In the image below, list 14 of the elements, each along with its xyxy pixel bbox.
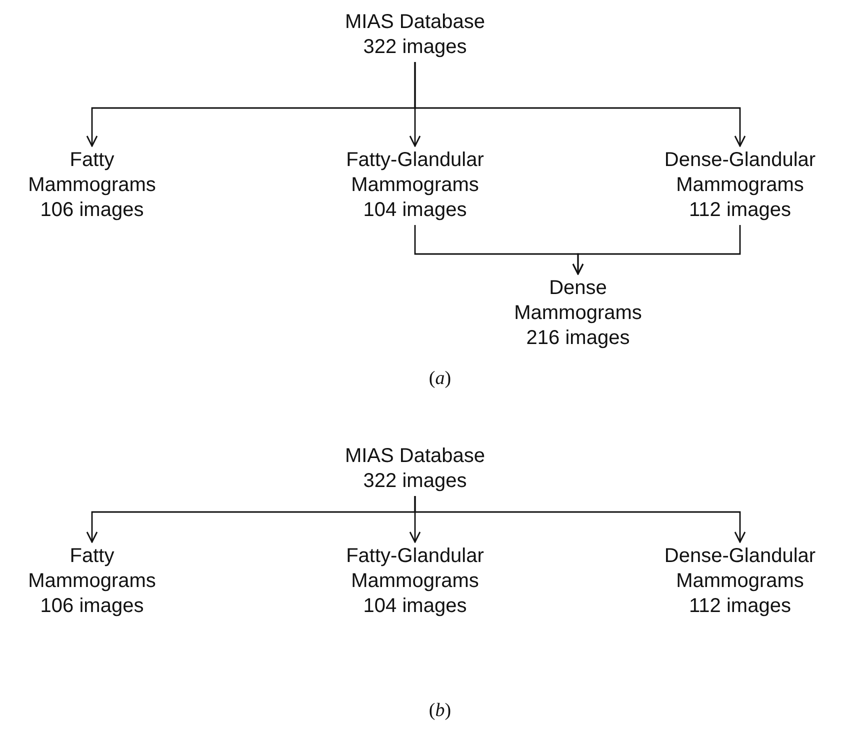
panel-label: (a) bbox=[428, 368, 452, 390]
node-text: MIAS Database 322 images bbox=[338, 10, 492, 60]
node-text: Dense Mammograms 216 images bbox=[508, 276, 648, 351]
connector-arrow bbox=[414, 496, 746, 543]
connector-arrow bbox=[572, 225, 741, 275]
node-text: Dense-Glandular Mammograms 112 images bbox=[662, 148, 818, 223]
node-text: Fatty-Glandular Mammograms 104 images bbox=[338, 148, 492, 223]
node-text: MIAS Database 322 images bbox=[338, 444, 492, 494]
node-text: Fatty-Glandular Mammograms 104 images bbox=[338, 544, 492, 619]
connector-arrow bbox=[414, 62, 746, 147]
node-text: Dense-Glandular Mammograms 112 images bbox=[662, 544, 818, 619]
panel-label: (b) bbox=[428, 700, 452, 722]
node-text: Fatty Mammograms 106 images bbox=[22, 148, 162, 223]
node-text: Fatty Mammograms 106 images bbox=[22, 544, 162, 619]
